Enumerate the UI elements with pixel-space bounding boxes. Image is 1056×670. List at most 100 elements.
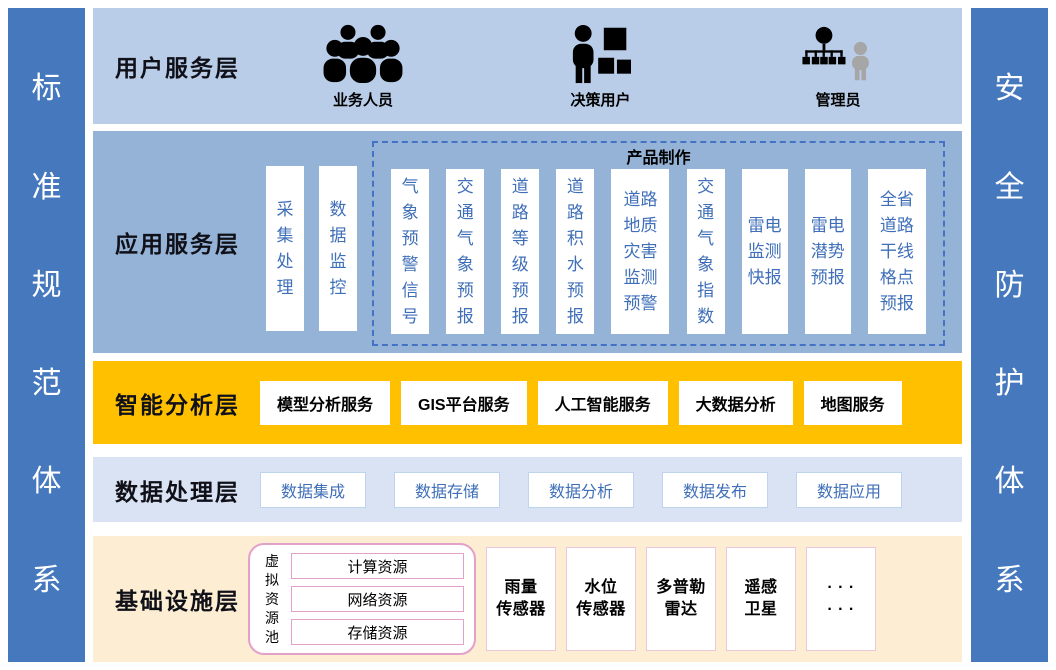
- text-line: 准: [31, 170, 62, 204]
- text-line: 象: [401, 202, 419, 222]
- text-line: 监测: [747, 241, 782, 261]
- product-box: 道路地质灾害监测预警: [611, 169, 670, 334]
- device-remote-sensing-satellite: 遥感卫星: [726, 547, 796, 651]
- text-line: 等: [511, 228, 529, 248]
- text-line: 气: [456, 228, 474, 248]
- user-layer-title: 用户服务层: [115, 55, 240, 81]
- role-label: 管理员: [815, 92, 861, 109]
- text-line: 采: [276, 199, 294, 219]
- text-line: 传感器: [496, 601, 546, 618]
- text-line: 信: [401, 280, 419, 300]
- product-box: 道路等级预报: [501, 169, 540, 334]
- data-box: 数据应用: [796, 471, 902, 508]
- text-line: 潜势: [810, 241, 845, 261]
- text-line: 灾害: [623, 241, 658, 261]
- infra-layer-title: 基础设施层: [115, 588, 240, 614]
- role-business-staff: 业务人员: [318, 22, 408, 110]
- text-line: 系: [31, 563, 62, 597]
- admin-icon: [802, 22, 874, 84]
- text-line: 数: [697, 306, 715, 326]
- data-layer-title: 数据处理层: [115, 478, 240, 505]
- text-line: 监: [329, 251, 347, 271]
- text-line: 级: [511, 254, 529, 274]
- data-boxes: 数据集成 数据存储 数据分析 数据发布 数据应用: [260, 457, 962, 522]
- text-line: 集: [276, 225, 294, 245]
- text-line: 资: [265, 590, 279, 607]
- layer-infrastructure: 基础设施层 虚拟资源池 计算资源 网络资源 存储资源 雨量传感器 水位传感器 多…: [93, 536, 962, 662]
- text-line: 雷电: [810, 215, 845, 235]
- product-box: 道路积水预报: [556, 169, 595, 334]
- text-line: 安: [994, 72, 1025, 106]
- text-line: 预报: [879, 293, 914, 313]
- text-line: 象: [456, 254, 474, 274]
- app-box-data-monitoring: 数据监控: [319, 166, 357, 331]
- text-line: 道: [566, 176, 584, 196]
- right-sidebar-security-system: 安全防护体系: [971, 8, 1048, 662]
- analysis-boxes: 模型分析服务 GIS平台服务 人工智能服务 大数据分析 地图服务: [260, 361, 962, 444]
- text-line: 体: [31, 465, 62, 499]
- text-line: 水: [566, 254, 584, 274]
- analysis-box: GIS平台服务: [401, 380, 527, 425]
- text-line: · · ·: [827, 601, 855, 618]
- text-line: 交: [697, 176, 715, 196]
- product-box: 气象预警信号: [391, 169, 430, 334]
- app-standalone-boxes: 采集处理 数据监控: [266, 166, 357, 353]
- product-production-group: 产品制作 气象预警信号 交通气象预报 道路等级预报 道路积水预报 道路地质灾害监…: [372, 141, 945, 346]
- product-boxes: 气象预警信号 交通气象预报 道路等级预报 道路积水预报 道路地质灾害监测预警 交…: [374, 169, 943, 344]
- layers-container: 用户服务层: [93, 8, 962, 662]
- text-line: 系: [994, 563, 1025, 597]
- text-line: 拟: [265, 571, 279, 588]
- decision-user-icon: [568, 22, 634, 84]
- product-box: 交通气象指数: [686, 169, 725, 334]
- text-line: 象: [697, 254, 715, 274]
- analysis-box: 地图服务: [803, 380, 902, 425]
- layer-user-service: 用户服务层: [93, 8, 962, 124]
- text-line: 全: [994, 170, 1025, 204]
- text-line: 卫星: [744, 601, 778, 618]
- text-line: 预: [566, 280, 584, 300]
- resource-box: 计算资源: [291, 553, 464, 579]
- text-line: 交: [456, 176, 474, 196]
- left-sidebar-standards-system: 标准规范体系: [8, 8, 85, 662]
- app-box-collection-processing: 采集处理: [266, 166, 304, 331]
- text-line: 预: [511, 280, 529, 300]
- text-line: 监测: [623, 267, 658, 287]
- text-line: 范: [31, 367, 62, 401]
- virtual-resource-pool: 虚拟资源池 计算资源 网络资源 存储资源: [248, 543, 476, 655]
- text-line: 指: [697, 280, 715, 300]
- device-rain-sensor: 雨量传感器: [486, 547, 556, 651]
- text-line: 遥感: [744, 579, 778, 596]
- text-line: 报: [511, 306, 529, 326]
- text-line: 预: [401, 228, 419, 248]
- text-line: 池: [265, 628, 279, 645]
- business-users-icon: [323, 22, 403, 84]
- user-roles: 业务人员: [248, 8, 962, 124]
- data-box: 数据分析: [528, 471, 634, 508]
- text-line: 虚: [265, 552, 279, 569]
- analysis-layer-title: 智能分析层: [115, 391, 240, 418]
- text-line: 数: [329, 199, 347, 219]
- text-line: 防: [994, 268, 1025, 302]
- text-line: 报: [566, 306, 584, 326]
- text-line: 源: [265, 609, 279, 626]
- text-line: 雨量: [504, 579, 538, 596]
- text-line: 预: [456, 280, 474, 300]
- text-line: 预报: [810, 267, 845, 287]
- data-box: 数据存储: [394, 471, 500, 508]
- text-line: 据: [329, 225, 347, 245]
- text-line: 格点: [879, 267, 914, 287]
- pool-resources: 计算资源 网络资源 存储资源: [291, 553, 464, 645]
- product-box: 雷电潜势预报: [804, 169, 851, 334]
- resource-box: 网络资源: [291, 586, 464, 612]
- text-line: 体: [994, 465, 1025, 499]
- analysis-box: 人工智能服务: [537, 380, 668, 425]
- text-line: 气: [401, 176, 419, 196]
- layer-application-service: 应用服务层 采集处理 数据监控 产品制作 气象预警信号 交通气象预报 道路等级预…: [93, 131, 962, 353]
- text-line: 报: [456, 306, 474, 326]
- text-line: 道: [511, 176, 529, 196]
- text-line: 通: [697, 202, 715, 222]
- text-line: 多普勒: [656, 579, 706, 596]
- product-box: 雷电监测快报: [741, 169, 788, 334]
- data-box: 数据发布: [662, 471, 768, 508]
